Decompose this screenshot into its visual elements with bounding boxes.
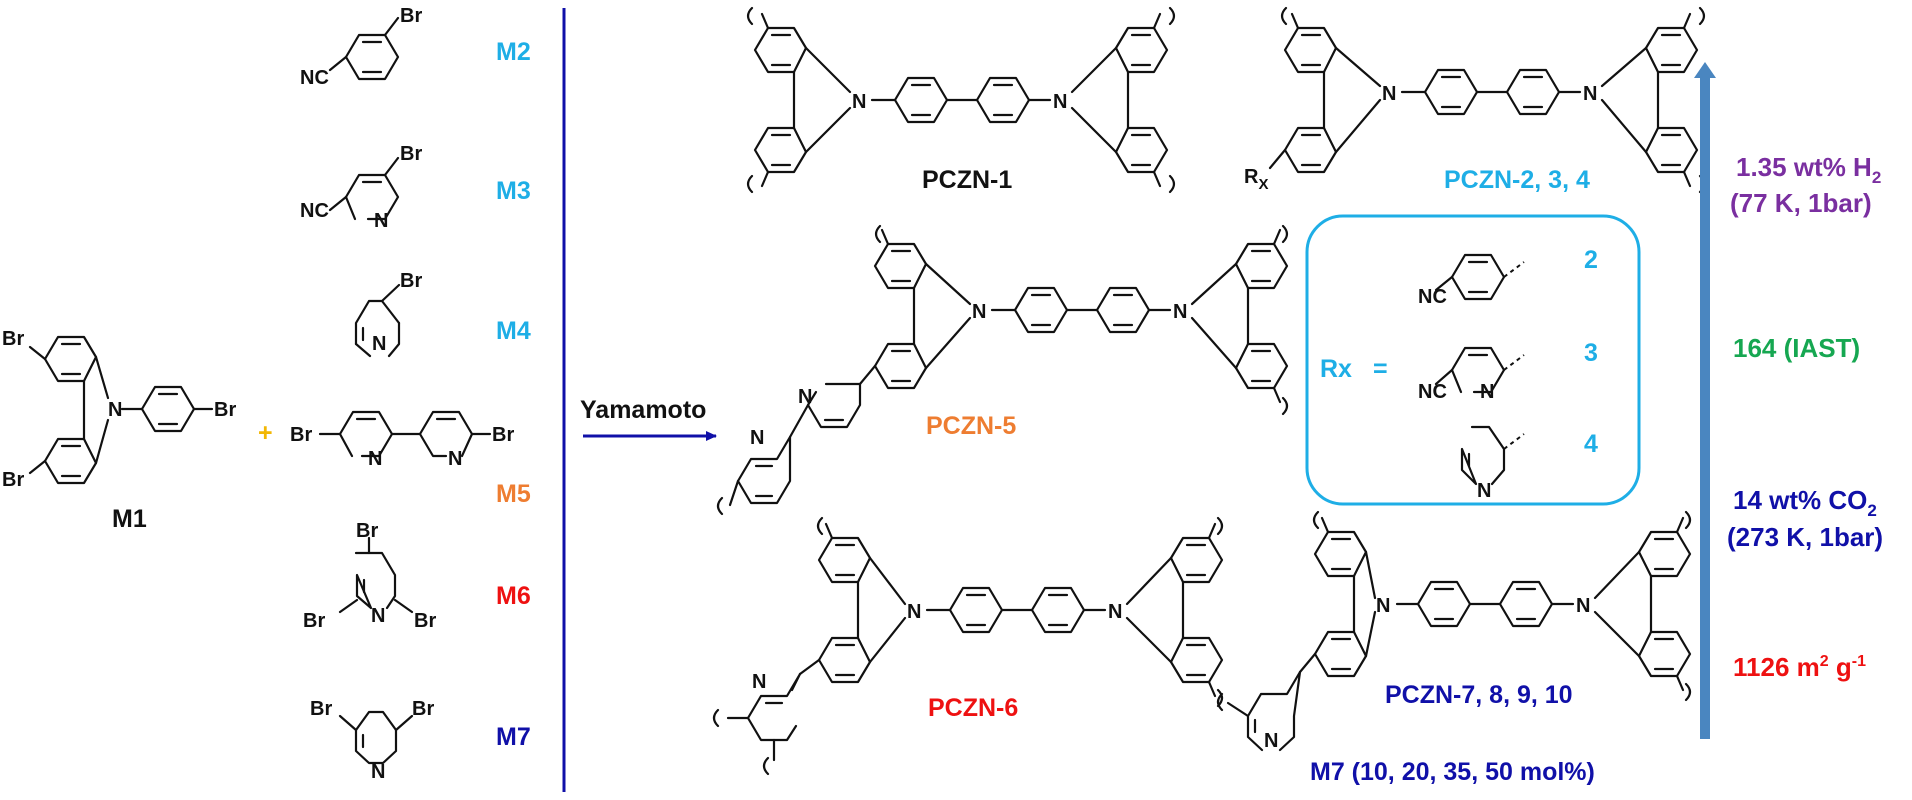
- m6-br-right: Br: [414, 610, 436, 632]
- rx-entry-4: 4: [1584, 430, 1598, 458]
- m7-loading-label: M7 (10, 20, 35, 50 mol%): [1310, 758, 1595, 786]
- m7-label: M7: [496, 723, 531, 751]
- rx-box-label: Rx: [1320, 355, 1352, 383]
- performance-arrow-head: [1694, 62, 1716, 78]
- rx-3-n-atom: N: [1480, 381, 1494, 403]
- surface-area: 1126 m2 g-1: [1733, 652, 1866, 682]
- plus-sign: +: [258, 419, 273, 447]
- monomer-m3-structure: [328, 156, 400, 221]
- iast-selectivity: 164 (IAST): [1733, 333, 1860, 363]
- pczn7-structure: [1216, 510, 1692, 752]
- co2-uptake: 14 wt% CO2: [1733, 485, 1877, 520]
- m3-nc: NC: [300, 200, 329, 222]
- pczn5-n-pyr1: N: [798, 386, 812, 408]
- pczn234-structure: [1268, 6, 1706, 194]
- pczn6-label: PCZN-6: [928, 694, 1018, 722]
- m1-br-right: Br: [214, 399, 236, 421]
- pczn6-n-right: N: [1108, 601, 1122, 623]
- m5-label: M5: [496, 480, 531, 508]
- m4-label: M4: [496, 317, 531, 345]
- monomer-m6-structure: [338, 536, 414, 614]
- m6-label: M6: [496, 582, 531, 610]
- pczn1-label: PCZN-1: [922, 166, 1012, 194]
- monomer-m1-structure: [28, 335, 214, 485]
- pczn7-n-right: N: [1576, 595, 1590, 617]
- monomer-m2-structure: [328, 16, 400, 81]
- reaction-condition: Yamamoto: [580, 396, 706, 424]
- rx-entry-2: 2: [1584, 246, 1598, 274]
- pczn7-label: PCZN-7, 8, 9, 10: [1385, 681, 1573, 709]
- m5-n-right: N: [448, 448, 462, 470]
- pczn7-n-pyr: N: [1264, 730, 1278, 752]
- rx-3-nc: NC: [1418, 381, 1447, 403]
- pczn1-structure: [746, 6, 1176, 194]
- m7-n-atom: N: [371, 761, 385, 783]
- m5-br-left: Br: [290, 424, 312, 446]
- m4-br: Br: [400, 270, 422, 292]
- m1-n-atom: N: [108, 399, 122, 421]
- pczn234-n-right: N: [1583, 83, 1597, 105]
- co2-conditions: (273 K, 1bar): [1727, 522, 1883, 552]
- monomer-m7-structure: [338, 710, 414, 765]
- m1-label: M1: [112, 505, 147, 533]
- monomer-m4-structure: [354, 283, 401, 358]
- h2-uptake: 1.35 wt% H2: [1736, 152, 1881, 187]
- m6-br-top: Br: [356, 520, 378, 542]
- m7-br-right: Br: [412, 698, 434, 720]
- m3-br: Br: [400, 143, 422, 165]
- m5-br-right: Br: [492, 424, 514, 446]
- rx-entry-3: 3: [1584, 339, 1598, 367]
- m2-br: Br: [400, 5, 422, 27]
- pczn6-n-left: N: [907, 601, 921, 623]
- pczn234-label: PCZN-2, 3, 4: [1444, 166, 1590, 194]
- performance-arrow-shaft: [1700, 76, 1710, 739]
- m2-nc: NC: [300, 67, 329, 89]
- rx-4-n-atom: N: [1477, 480, 1491, 502]
- h2-conditions: (77 K, 1bar): [1730, 188, 1872, 218]
- m6-n-atom: N: [371, 605, 385, 627]
- m4-n-atom: N: [372, 333, 386, 355]
- pczn1-n-left: N: [852, 91, 866, 113]
- rx-box: [1305, 214, 1641, 506]
- m3-n-atom: N: [374, 210, 388, 232]
- monomer-m5-structure: [318, 410, 492, 458]
- rx-box-equals: =: [1373, 355, 1388, 383]
- pczn7-n-left: N: [1376, 595, 1390, 617]
- rx-substituent: RX: [1244, 166, 1268, 193]
- pczn5-n-left: N: [972, 301, 986, 323]
- m1-br-bottom: Br: [2, 469, 24, 491]
- m6-br-left: Br: [303, 610, 325, 632]
- pczn234-n-left: N: [1382, 83, 1396, 105]
- m3-label: M3: [496, 177, 531, 205]
- rx-2-nc: NC: [1418, 286, 1447, 308]
- m7-br-left: Br: [310, 698, 332, 720]
- pczn6-n-pyr: N: [752, 671, 766, 693]
- pczn6-structure: [712, 516, 1224, 776]
- pczn5-label: PCZN-5: [926, 412, 1016, 440]
- pczn5-n-right: N: [1173, 301, 1187, 323]
- pczn1-n-right: N: [1053, 91, 1067, 113]
- m5-n-left: N: [368, 448, 382, 470]
- pczn5-structure: [716, 224, 1289, 516]
- rx-box-structures: [1434, 253, 1525, 486]
- m1-br-top: Br: [2, 328, 24, 350]
- m2-label: M2: [496, 38, 531, 66]
- pczn5-n-pyr2: N: [750, 427, 764, 449]
